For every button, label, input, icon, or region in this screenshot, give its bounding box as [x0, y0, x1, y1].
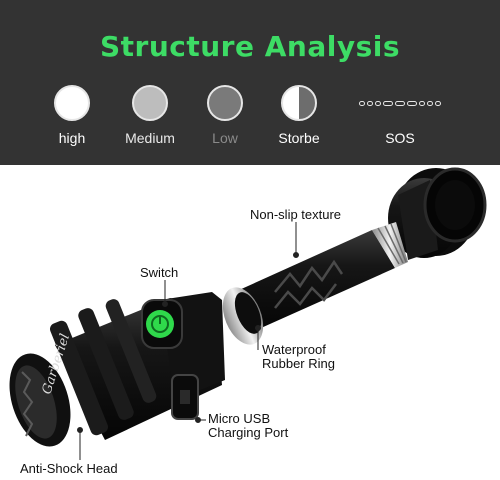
body-tube [222, 222, 408, 345]
callout-usb-line1: Micro USB [208, 411, 271, 426]
medium-circle-icon [132, 85, 168, 121]
full-circle-icon [54, 85, 90, 121]
mode-label-strobe: Storbe [278, 130, 320, 146]
header-panel: Structure Analysis high Medium Low Storb… [0, 0, 500, 165]
callout-anti-shock-head: Anti-Shock Head [20, 461, 118, 476]
mode-strobe: Storbe [268, 85, 330, 146]
mode-low: Low [200, 85, 250, 146]
mode-label-high: high [58, 130, 86, 146]
flashlight-illustration: Garberiel [9, 167, 487, 460]
flashlight-head: Garberiel [9, 292, 225, 447]
mode-label-sos: SOS [385, 130, 415, 146]
callout-waterproof-line1: Waterproof [262, 342, 326, 357]
callout-usb-port: Micro USB Charging Port [208, 412, 288, 440]
mode-label-medium: Medium [125, 130, 175, 146]
half-circle-icon [281, 85, 317, 121]
callout-waterproof-line2: Rubber Ring [262, 356, 335, 371]
callout-lines [77, 222, 299, 460]
tail-cap [388, 167, 487, 260]
callout-usb-line2: Charging Port [208, 425, 289, 440]
callout-switch: Switch [140, 265, 179, 280]
dotted-line-icon [350, 85, 450, 121]
callout-nonslip-texture: Non-slip texture [250, 207, 342, 222]
page-title: Structure Analysis [99, 30, 401, 63]
mode-label-low: Low [212, 130, 238, 146]
mode-medium: Medium [115, 85, 185, 146]
low-circle-icon [207, 85, 243, 121]
mode-high: high [47, 85, 97, 146]
callout-waterproof: Waterproof Rubber Ring [262, 343, 335, 371]
mode-sos: SOS [350, 85, 450, 146]
